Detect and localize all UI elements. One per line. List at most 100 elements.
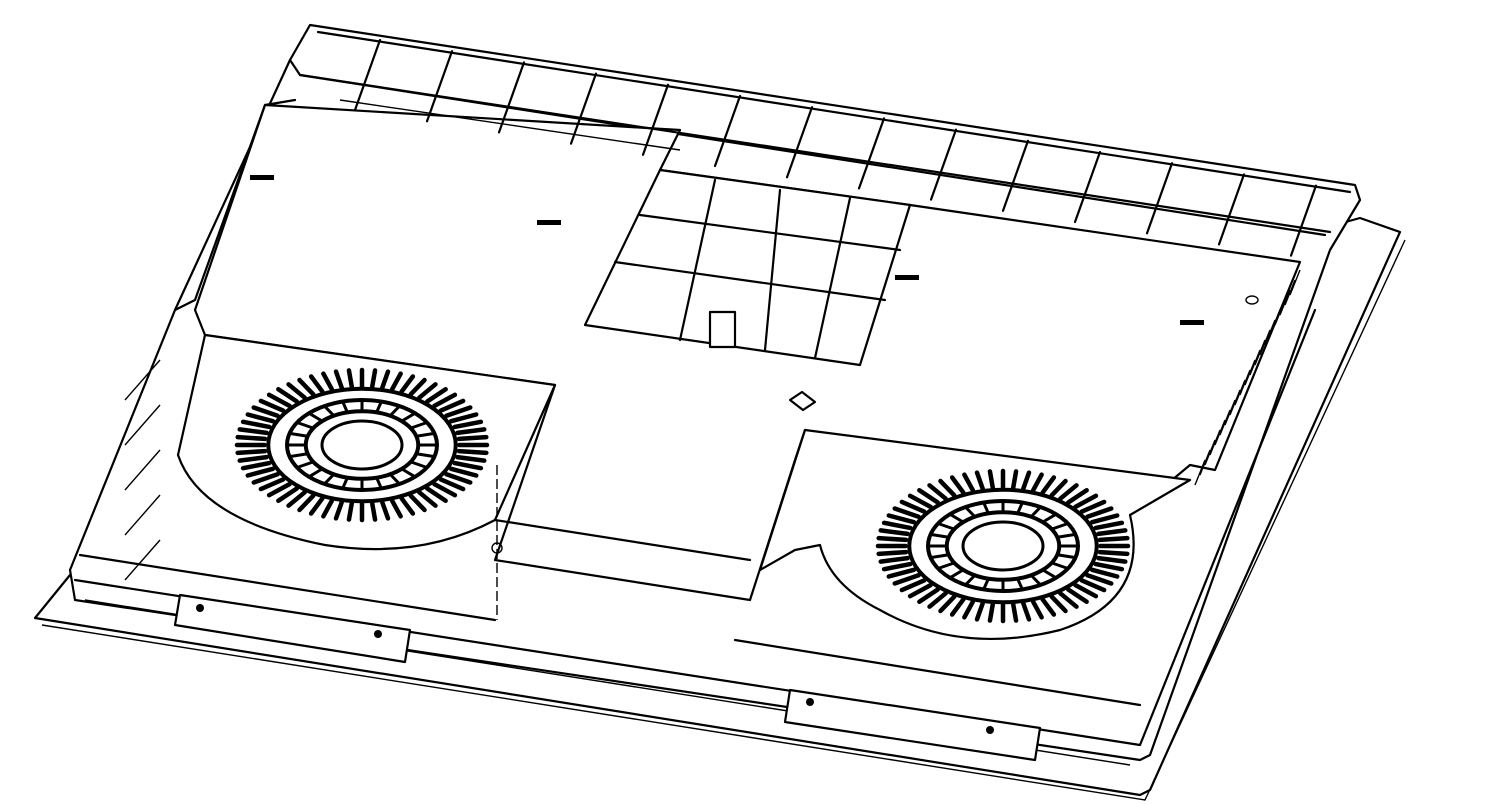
rib: [857, 117, 886, 190]
fan-spoke: [964, 505, 976, 518]
fin: [1249, 349, 1261, 376]
fin: [1199, 449, 1211, 476]
rib: [569, 72, 598, 145]
fan-blade: [1040, 475, 1057, 495]
fan-blade: [408, 493, 427, 513]
fan-spoke: [1030, 505, 1042, 518]
fan-blade: [258, 398, 286, 413]
fan-blade: [949, 597, 966, 617]
fan-blade: [455, 454, 487, 463]
slot: [537, 220, 561, 225]
fan-blade: [1073, 582, 1099, 599]
left-fan: [234, 367, 490, 523]
center-rib-block: [583, 168, 912, 367]
fan-spoke: [1016, 501, 1024, 515]
fan-spoke: [1042, 512, 1057, 524]
fin: [1254, 339, 1266, 366]
fan-blade: [987, 601, 996, 623]
fan-blade: [1049, 594, 1068, 614]
fan-blade: [432, 481, 458, 498]
fan-spoke: [375, 400, 383, 414]
fan-blade: [892, 573, 921, 586]
fan-spoke: [949, 568, 964, 580]
mounting-bracket: [173, 593, 412, 664]
fan-blade: [1065, 488, 1089, 505]
fan-blade: [1089, 513, 1120, 525]
fan-spoke: [949, 512, 964, 524]
fan-ring: [907, 487, 1099, 605]
fan-blade: [448, 412, 479, 424]
fan-blade: [878, 555, 910, 564]
fan-blade: [455, 427, 487, 436]
fan-blade: [333, 499, 344, 521]
fan-spoke: [308, 411, 323, 423]
fan-blade: [962, 472, 976, 493]
fan-blade: [1096, 555, 1128, 564]
fan-spoke: [982, 577, 990, 591]
fan-blade: [297, 377, 316, 397]
front-wall: [78, 465, 1142, 762]
fan-spoke: [296, 460, 314, 469]
fan-blade: [974, 470, 985, 492]
fin: [1194, 459, 1206, 486]
fan-blade: [907, 582, 933, 599]
fan-spoke: [341, 400, 349, 414]
rib: [124, 359, 161, 401]
fan-blade: [899, 578, 927, 593]
fan-blade: [1030, 599, 1044, 620]
fan-blade: [949, 475, 966, 495]
fan-blade: [899, 499, 927, 514]
fin: [1269, 309, 1281, 336]
slot: [250, 175, 274, 180]
rib: [425, 50, 454, 123]
rib: [298, 73, 1332, 234]
fan-blade: [1079, 499, 1107, 514]
fin: [1259, 329, 1271, 356]
fan-blade: [432, 392, 458, 409]
rib: [497, 61, 526, 134]
fan-spoke: [1051, 522, 1069, 531]
rib: [929, 128, 958, 201]
fan-spoke: [1051, 561, 1069, 570]
fan-blade: [876, 535, 909, 543]
rib: [1289, 184, 1318, 257]
fin: [1284, 279, 1296, 306]
fan-blade: [237, 427, 269, 436]
fan-spoke: [982, 501, 990, 515]
fan-spoke: [1030, 574, 1042, 587]
fan-spoke: [410, 460, 428, 469]
fans: [234, 367, 1131, 624]
fan-ring: [266, 386, 458, 504]
rib: [641, 83, 670, 156]
fan-blade: [881, 561, 913, 572]
rib: [785, 106, 814, 179]
slot: [895, 275, 919, 280]
fan-blade: [346, 368, 355, 390]
fan-spoke: [1042, 568, 1057, 580]
fan-spoke: [323, 404, 335, 417]
fan-spoke: [296, 421, 314, 430]
fin: [1224, 399, 1236, 426]
fan-blade: [399, 496, 416, 516]
fan-blade: [424, 387, 448, 404]
fan-spoke: [930, 553, 949, 560]
rib: [124, 494, 161, 536]
fan-blade: [258, 477, 286, 492]
fin: [1239, 369, 1251, 396]
fan-blade: [240, 460, 272, 471]
fan-blade: [276, 387, 300, 404]
fan-blade: [297, 493, 316, 513]
fan-spoke: [401, 467, 416, 479]
fan-blade: [1040, 597, 1057, 617]
fan-blade: [886, 513, 917, 525]
fan-blade: [308, 374, 325, 394]
rib: [124, 404, 161, 446]
fan-blade: [389, 498, 403, 519]
fan-blade: [444, 405, 473, 418]
fan-spoke: [389, 404, 401, 417]
fan-blade: [987, 469, 996, 491]
fan-blade: [917, 587, 941, 604]
fan-spoke: [401, 411, 416, 423]
fan-blade: [452, 460, 484, 471]
fan-blade: [266, 392, 292, 409]
